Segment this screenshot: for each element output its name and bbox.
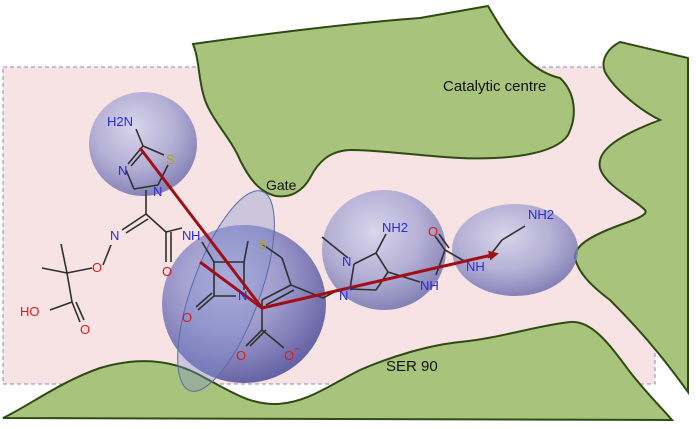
protein-lobe-catalytic — [191, 4, 575, 198]
atom-nh-urea-1: NH — [420, 278, 439, 293]
protein-lobe-bottom — [2, 320, 675, 422]
atom-o-acid: O — [80, 322, 90, 337]
atom-s-thiadiazole: S — [166, 152, 175, 167]
label-catalytic-centre: Catalytic centre — [443, 78, 546, 95]
atom-n-thiadiazole-2: N — [153, 184, 162, 199]
atom-nh-urea-2: NH — [466, 259, 485, 274]
label-ser90: SER 90 — [386, 358, 438, 375]
atom-charge-plus: + — [348, 284, 354, 295]
atom-n-oxime: N — [110, 228, 119, 243]
atom-n-cephem: N — [238, 288, 247, 303]
protein-lobe-right — [574, 40, 689, 396]
atom-n-pyrazole-1: N — [342, 254, 351, 269]
atom-h2n-top: H2N — [107, 114, 133, 129]
atom-o-urea: O — [428, 224, 438, 239]
atom-n-thiadiazole-1: N — [118, 163, 127, 178]
atom-o-amide: O — [162, 264, 172, 279]
atom-n-pyrazole-2: N — [339, 288, 348, 303]
atom-o-lactam: O — [182, 310, 192, 325]
atom-ho: HO — [20, 304, 40, 319]
atom-n-amide: N — [182, 228, 191, 243]
atom-nh2-pyrazole: NH2 — [382, 220, 408, 235]
atom-s-cephem: S — [258, 237, 267, 252]
ligand-bonds — [41, 128, 526, 349]
atom-o-oxime: O — [92, 260, 102, 275]
atom-o-minus: O — [284, 348, 294, 363]
atom-o-carboxylate: O — [236, 348, 246, 363]
sphere-aminoethyl — [452, 204, 578, 296]
atom-nh2-end: NH2 — [528, 207, 554, 222]
pathway-arrows — [138, 147, 499, 310]
atom-h-amide: H — [191, 228, 200, 243]
atom-charge-minus: − — [294, 344, 300, 355]
label-gate: Gate — [266, 177, 297, 193]
